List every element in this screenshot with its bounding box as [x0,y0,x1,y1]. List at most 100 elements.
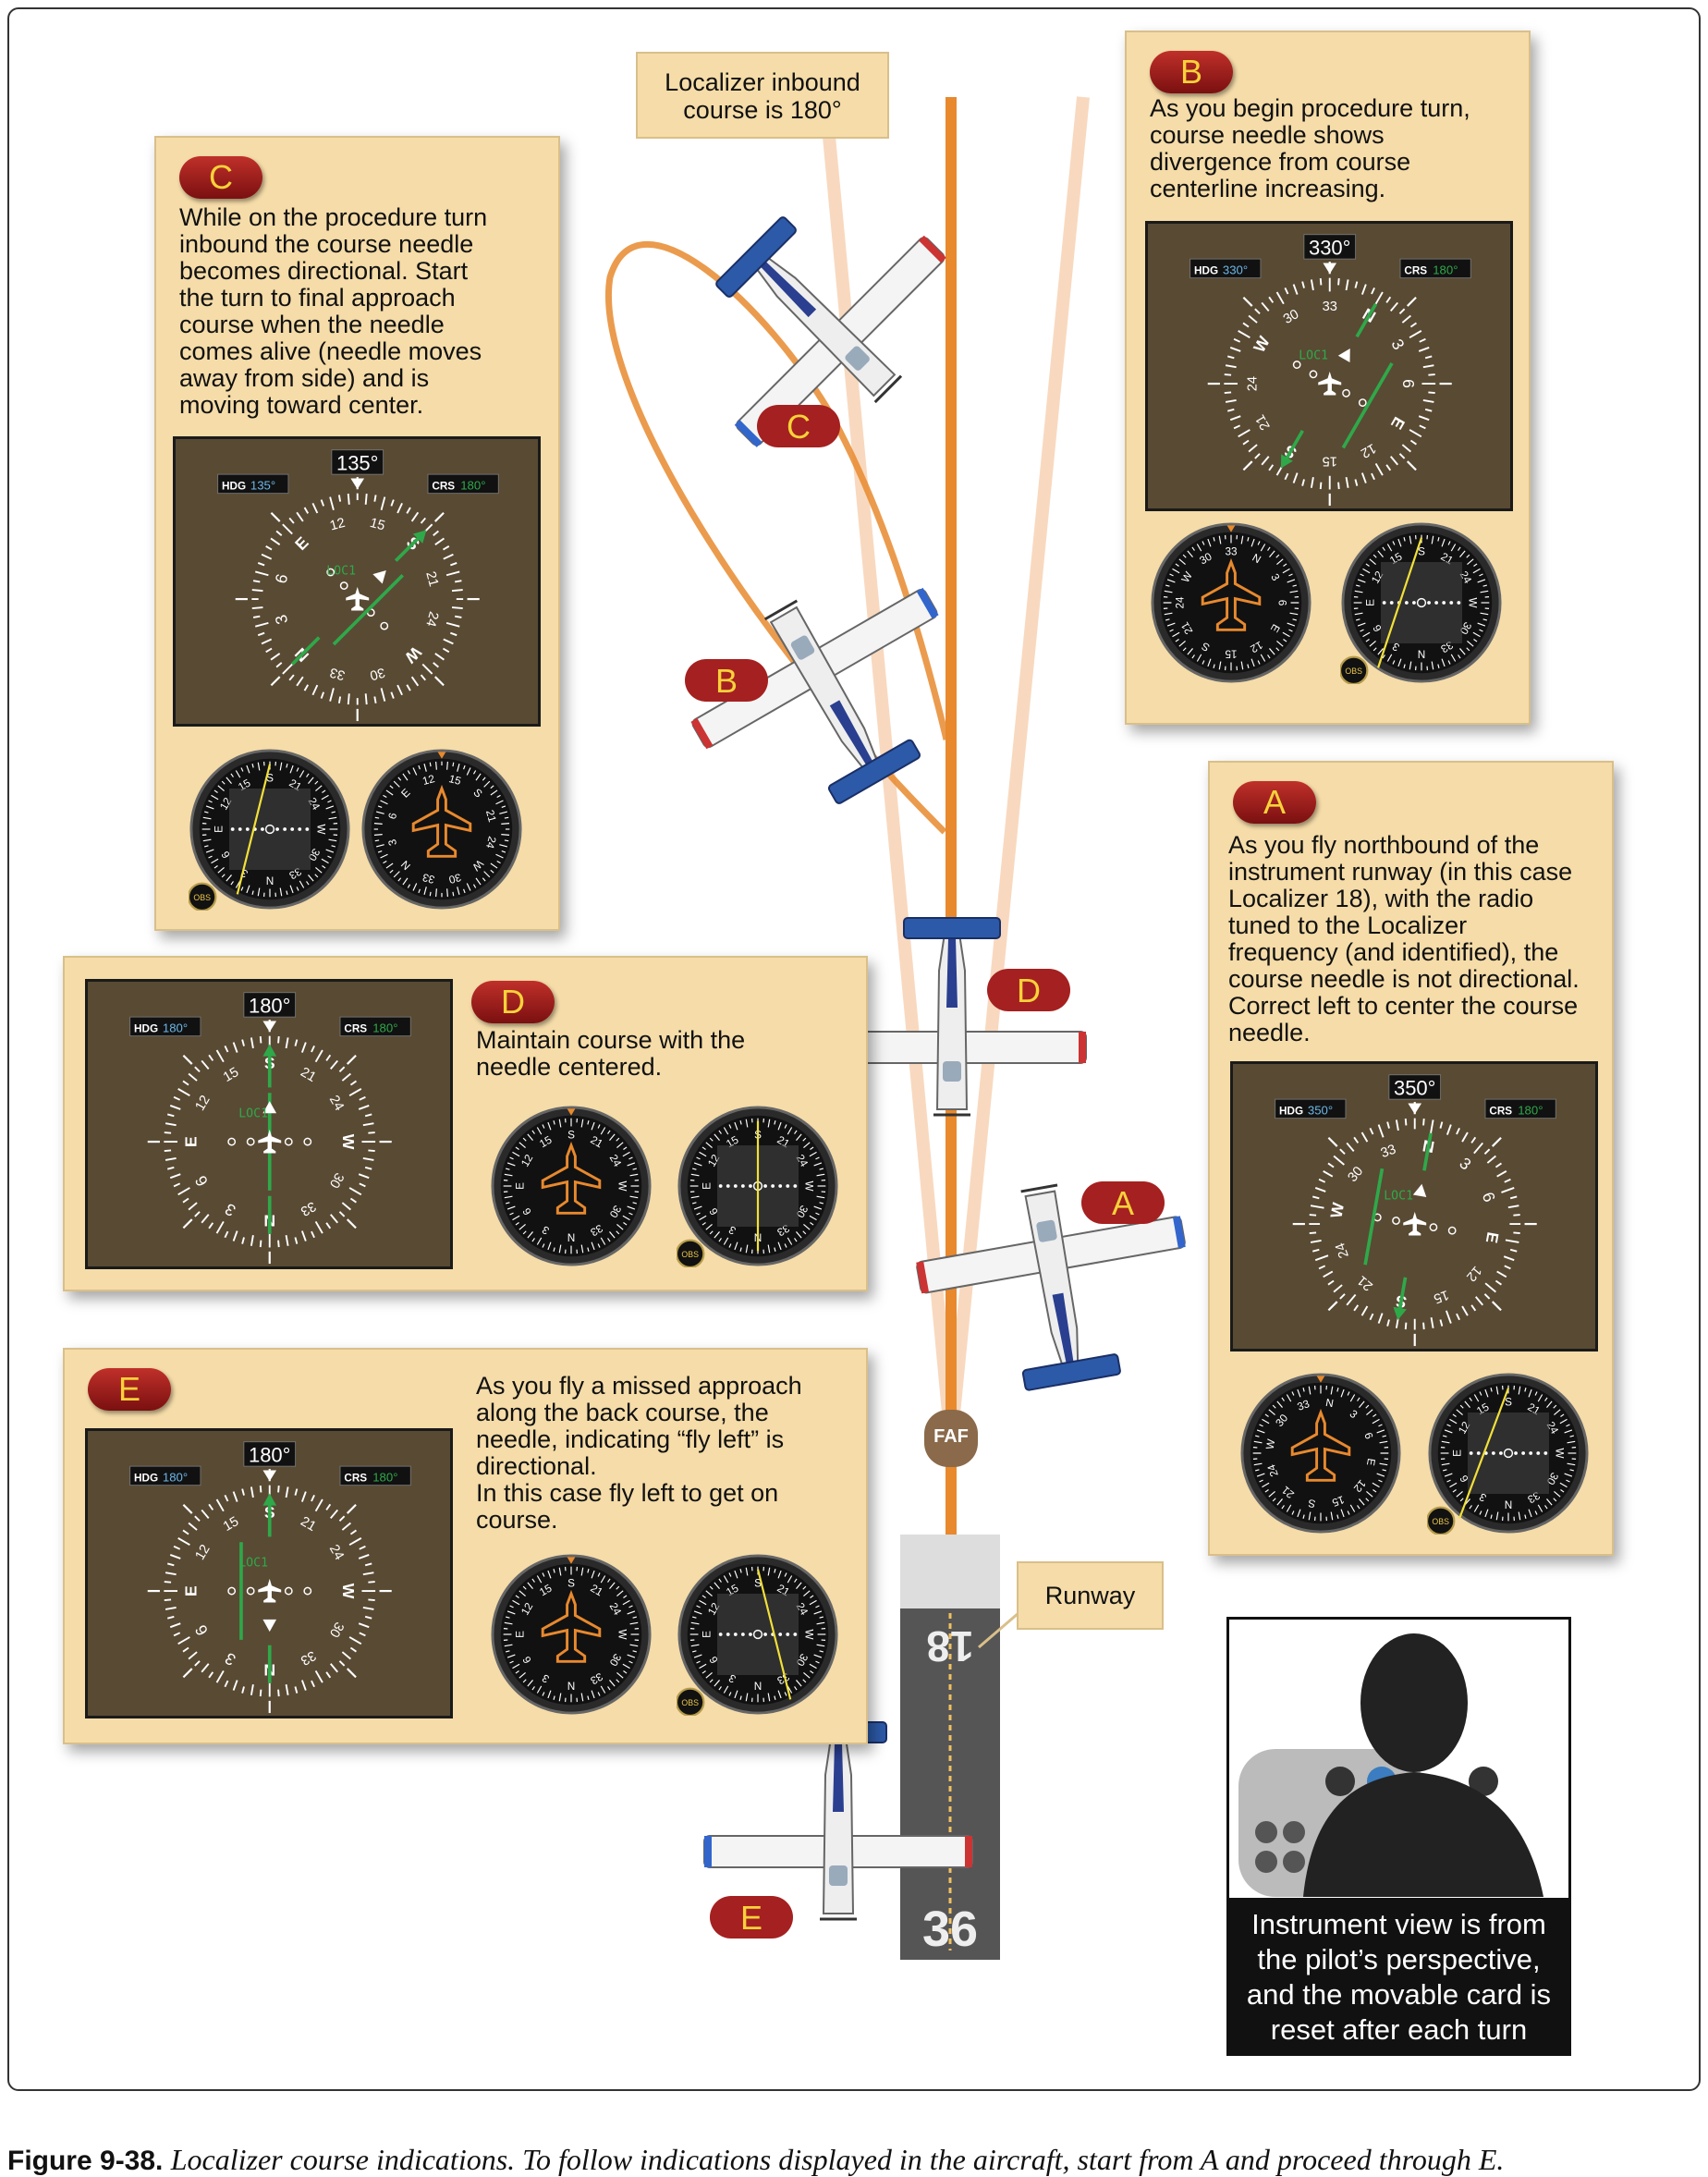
compass-label: 3 [222,1649,239,1669]
obs-knob[interactable]: OBS [677,1241,703,1267]
compass-label: E [1387,414,1409,433]
deviation-dot [261,827,264,831]
compass-label: 30 [326,1170,347,1191]
description-line: course needle shows [1150,122,1470,149]
heading-readout: 135° [336,452,379,475]
pilot-caption: Instrument view is from the pilot’s pers… [1229,1898,1568,2053]
heading-readout: 330° [1309,237,1351,260]
compass-label: 6 [191,1621,212,1639]
deviation-dot [1543,1451,1547,1455]
deviation-dot [1521,1451,1525,1455]
pilot-caption-line: Instrument view is from [1229,1907,1568,1942]
bezel-tick [183,1505,191,1513]
bezel-tick [435,677,444,685]
heading-readout: 180° [249,1444,291,1467]
hdg-bug-value: 350° [1308,1103,1333,1117]
deviation-dot [304,1587,311,1594]
deviation-dot [749,1633,752,1636]
hdg-bug-value: 180° [163,1470,188,1484]
description-line: directional. [476,1453,802,1480]
nav-source-label: LOC1 [1384,1190,1413,1204]
hdg-bug-value: 330° [1223,263,1248,276]
deviation-dot [246,827,250,831]
compass-label: 3 [1387,336,1408,353]
map-step-badge: E [710,1896,793,1939]
compass-label: 30 [368,665,386,683]
compass-label: W [339,1584,358,1599]
deviation-dot [238,827,242,831]
description-line: tuned to the Localizer [1228,912,1580,939]
deviation-dot [228,1587,235,1594]
deviation-dot [283,827,287,831]
bezel-tick [183,1056,191,1064]
card-label: E [1365,599,1377,606]
obs-knob[interactable]: OBS [1340,657,1367,684]
deviation-dot [228,1138,235,1144]
lubber-line [262,1471,276,1482]
deviation-dot [305,827,309,831]
step-badge: B [1150,51,1233,93]
compass-label: 3 [271,613,291,627]
card-label: N [567,1679,575,1691]
deviation-dot [248,1587,254,1594]
caption-text: Localizer course indications. To follow … [171,2143,1505,2176]
card-label: W [1466,597,1478,608]
card-label: W [1264,1437,1278,1450]
pilot-caption-line: the pilot’s perspective, [1229,1942,1568,1977]
lubber-line [1323,263,1336,275]
deviation-dot [793,1184,797,1188]
compass-label: 21 [298,1065,318,1085]
card-label: W [616,1180,628,1192]
deviation-dot [1405,601,1409,605]
compass-label: 6 [191,1172,212,1190]
to-from-indicator [1413,1182,1429,1197]
card-label: E [515,1631,527,1638]
crs-label: CRS [344,1022,367,1034]
nav-source-label: LOC1 [1299,349,1328,363]
deviation-dot [793,1633,797,1636]
bezel-tick [1243,298,1251,306]
card-label: N [754,1679,762,1691]
deviation-dot [380,621,389,630]
deviation-dot [275,827,279,831]
compass-label: 33 [298,1198,318,1218]
obs-knob[interactable]: OBS [677,1689,703,1716]
compass-label: 21 [422,570,441,589]
step-badge: C [179,156,262,199]
compass-label: 12 [193,1542,214,1562]
compass-label: E [1482,1230,1503,1244]
deviation-dot [786,1184,789,1188]
compass-label: 21 [1253,412,1274,433]
crs-label: CRS [1404,264,1427,276]
faf-label: FAF [933,1426,969,1447]
deviation-dot [719,1633,723,1636]
hdg-label: HDG [222,480,246,492]
deviation-dot [231,827,235,831]
obs-knob[interactable]: OBS [1427,1508,1454,1535]
callout-line: Localizer inbound [638,68,887,96]
card-label: E [1452,1449,1464,1457]
compass-label: W [1250,333,1274,356]
card-label: N [567,1230,575,1242]
deviation-dot [741,1184,745,1188]
map-step-badge: D [987,969,1070,1011]
compass-label: 30 [1281,307,1301,327]
compass-label: 12 [193,1093,214,1113]
compass-label: W [1327,1201,1348,1219]
compass-label: 12 [328,516,347,534]
bezel-tick [348,1056,356,1064]
bezel-tick [271,513,279,521]
bezel-tick [1493,1302,1501,1310]
nav-source-label: LOC1 [238,1107,268,1121]
compass-label: 24 [1333,1241,1352,1260]
obs-knob[interactable]: OBS [189,884,215,911]
deviation-dot [719,1184,723,1188]
compass-label: 3 [222,1200,239,1220]
